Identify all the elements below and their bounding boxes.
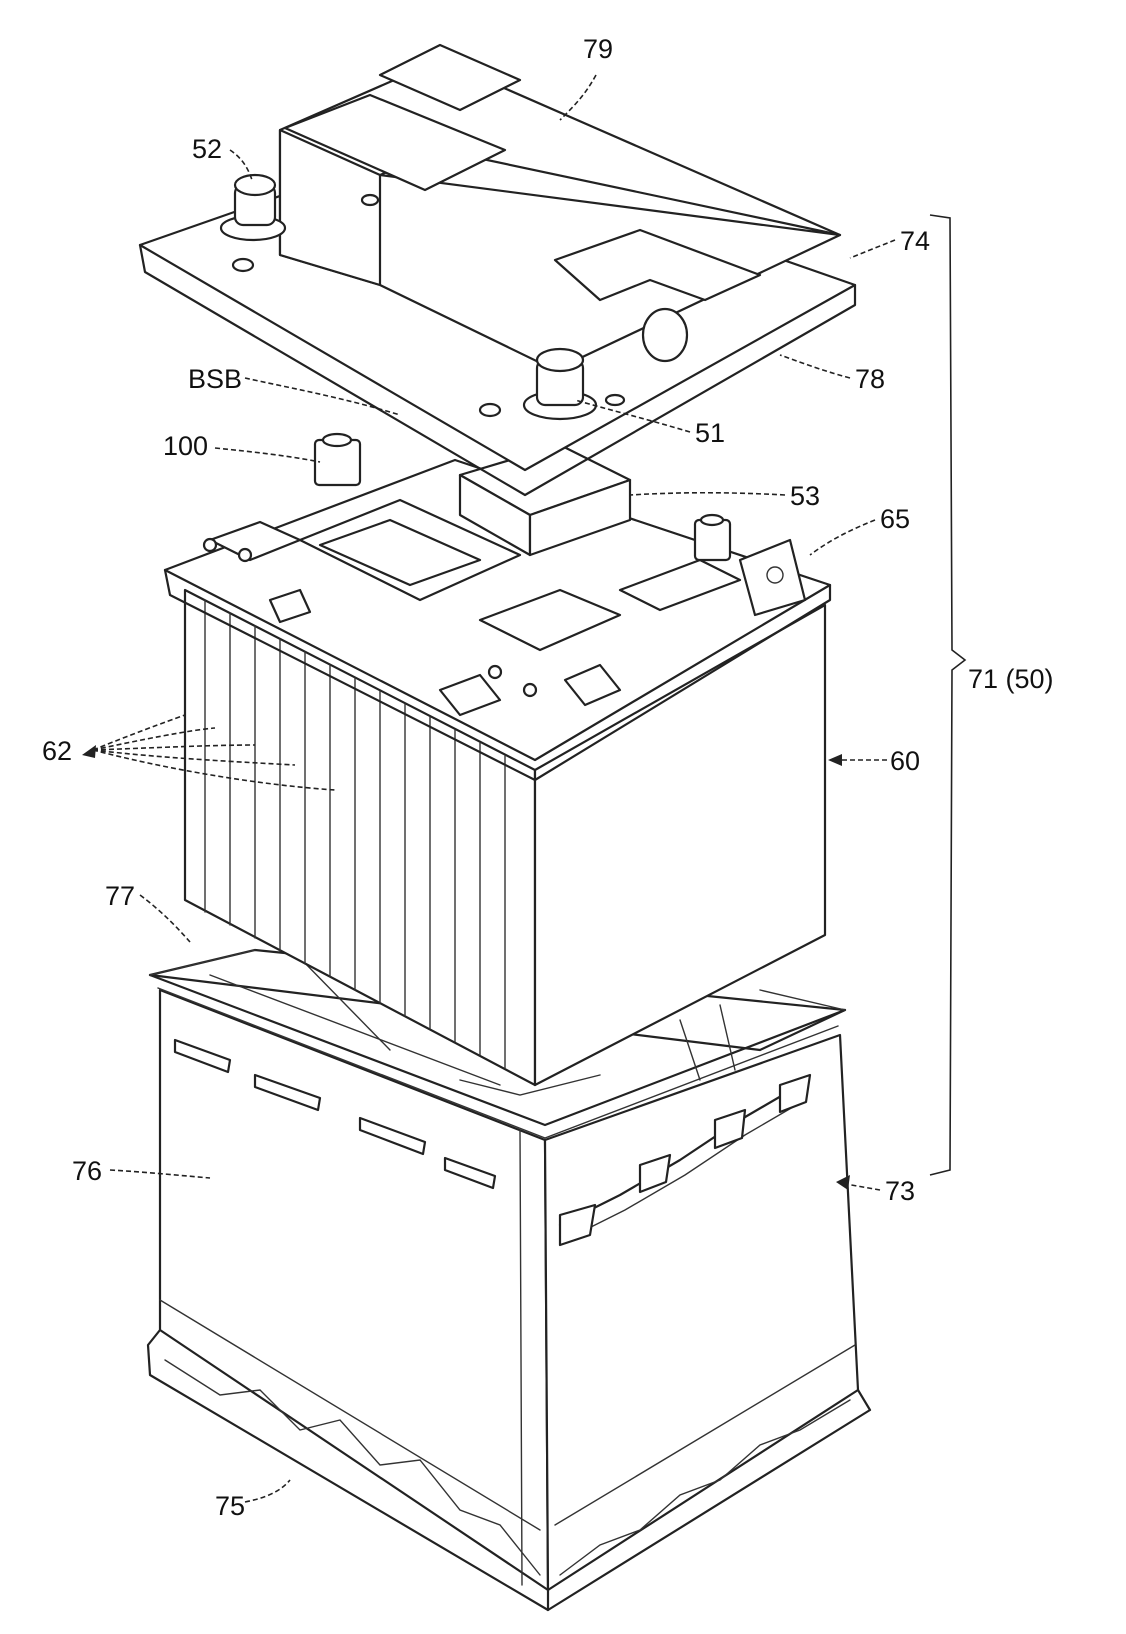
label-77: 77 bbox=[105, 881, 135, 911]
label-62: 62 bbox=[42, 736, 72, 766]
label-53: 53 bbox=[790, 481, 820, 511]
label-76: 76 bbox=[72, 1156, 102, 1186]
label-60: 60 bbox=[890, 746, 920, 776]
label-bsb: BSB bbox=[188, 364, 242, 394]
label-73: 73 bbox=[885, 1176, 915, 1206]
label-100: 100 bbox=[163, 431, 208, 461]
label-51: 51 bbox=[695, 418, 725, 448]
brace-71 bbox=[930, 215, 965, 1175]
label-79: 79 bbox=[583, 34, 613, 64]
label-75: 75 bbox=[215, 1491, 245, 1521]
label-71-50: 71 (50) bbox=[968, 664, 1054, 694]
label-74: 74 bbox=[900, 226, 930, 256]
label-65: 65 bbox=[880, 504, 910, 534]
label-52: 52 bbox=[192, 134, 222, 164]
upper-cover bbox=[140, 45, 855, 495]
label-78: 78 bbox=[855, 364, 885, 394]
